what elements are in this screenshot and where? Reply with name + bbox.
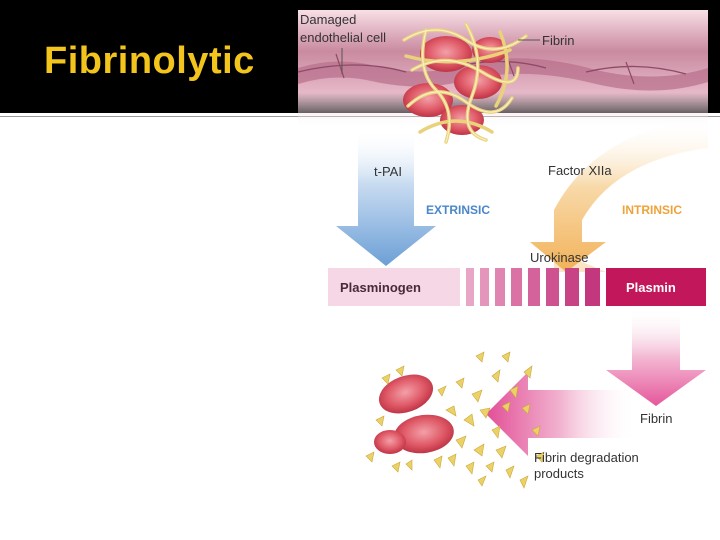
slide-title: Fibrinolytic	[44, 40, 255, 82]
label-fibrin-bottom: Fibrin	[640, 411, 673, 426]
label-plasminogen: Plasminogen	[340, 280, 421, 295]
label-fibrin-top: Fibrin	[542, 33, 575, 48]
fibrinolysis-diagram: Damaged endothelial cell Fibrin t-PAI Fa…	[296, 10, 708, 490]
label-tpai: t-PAI	[374, 164, 402, 179]
label-urokinase: Urokinase	[530, 250, 589, 265]
label-extrinsic: EXTRINSIC	[426, 203, 491, 217]
label-fdp-line2: products	[534, 466, 584, 481]
label-factor-xiia: Factor XIIa	[548, 163, 612, 178]
label-damaged-line1: Damaged	[300, 12, 357, 27]
label-intrinsic: INTRINSIC	[622, 203, 682, 217]
label-fdp-line1: Fibrin degradation	[534, 450, 639, 465]
label-plasmin: Plasmin	[626, 280, 676, 295]
diagram-artwork	[297, 10, 708, 489]
label-damaged-line2: endothelial cell	[300, 30, 387, 45]
